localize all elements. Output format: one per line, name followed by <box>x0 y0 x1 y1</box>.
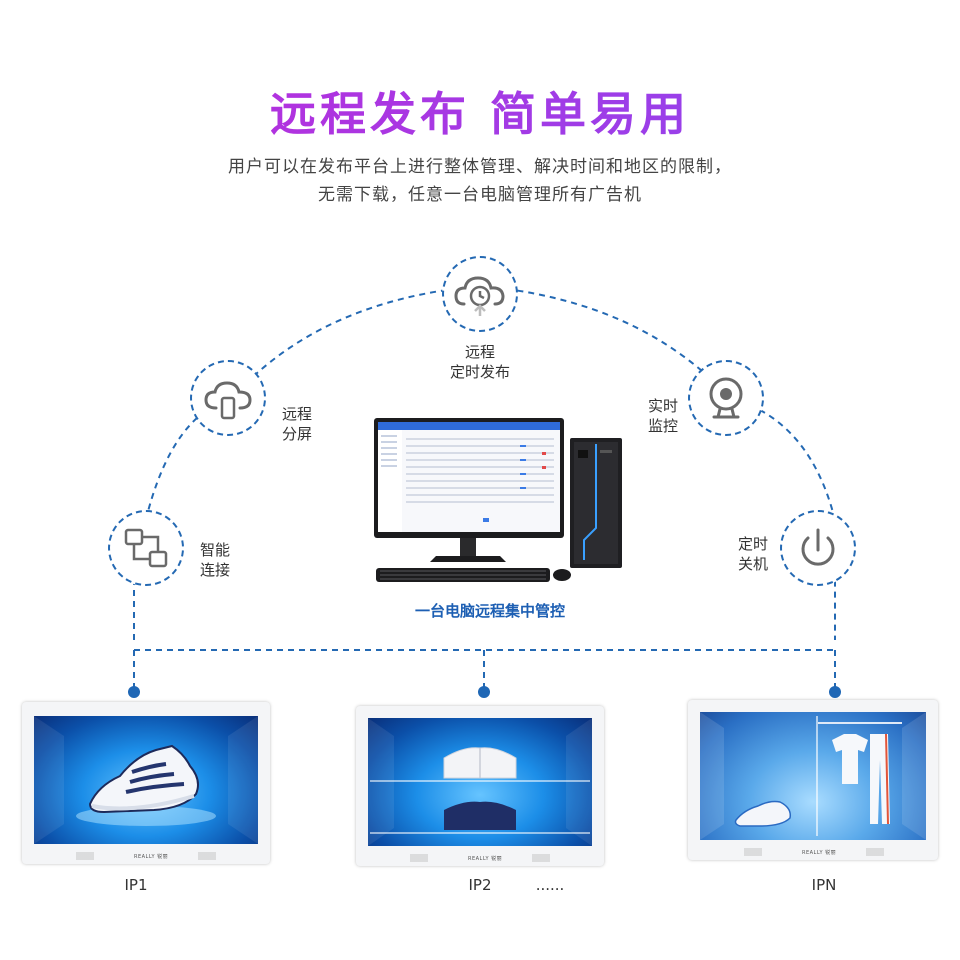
speaker-grill-right <box>532 854 550 862</box>
device-label-ip2: IP2 <box>468 876 492 894</box>
webcam-icon <box>688 360 764 436</box>
feature-label-remote-schedule: 远程定时发布 <box>449 343 510 381</box>
speaker-grill-right <box>198 852 216 860</box>
speaker-grill-right <box>866 848 884 856</box>
sportswear-image <box>700 712 926 840</box>
pc-caption: 一台电脑远程集中管控 <box>414 602 565 620</box>
brand-logo: REALLY 锐丽 <box>802 850 837 856</box>
glass-shelf-upper <box>370 780 590 782</box>
subtitle-line-1: 用户可以在发布平台上进行整体管理、解决时间和地区的限制， <box>228 157 732 177</box>
sneaker-image <box>34 716 258 844</box>
display-cabinet-ipn: REALLY 锐丽 <box>688 700 938 860</box>
node-dot-ip2 <box>478 686 490 698</box>
cabinet-screen <box>368 718 592 846</box>
speaker-grill-left <box>410 854 428 862</box>
clothing-image <box>368 718 592 846</box>
ellipsis-more-devices: ...... <box>535 876 565 894</box>
brand-logo: REALLY 锐丽 <box>134 854 169 860</box>
node-dot-ipn <box>829 686 841 698</box>
feature-label-remote-split: 远程分屏 <box>281 405 312 443</box>
glass-shelf-lower <box>370 832 590 834</box>
feature-label-realtime-monitor: 实时监控 <box>647 397 678 435</box>
feature-label-smart-connect: 智能连接 <box>199 541 230 579</box>
cloud-phone-icon <box>190 360 266 436</box>
speaker-grill-left <box>76 852 94 860</box>
brand-logo: REALLY 锐丽 <box>468 856 503 862</box>
device-label-ip1: IP1 <box>124 876 148 894</box>
node-dot-ip1 <box>128 686 140 698</box>
page-title: 远程发布 简单易用 <box>0 78 960 144</box>
cabinet-screen <box>700 712 926 840</box>
subtitle-line-2: 无需下载，任意一台电脑管理所有广告机 <box>318 185 642 205</box>
speaker-grill-left <box>744 848 762 856</box>
device-label-ipn: IPN <box>811 876 837 894</box>
power-icon <box>780 510 856 586</box>
display-cabinet-ip1: REALLY 锐丽 <box>22 702 270 864</box>
cabinet-screen <box>34 716 258 844</box>
feature-label-timed-shutdown: 定时关机 <box>737 535 768 573</box>
network-connect-icon <box>108 510 184 586</box>
cloud-upload-timer-icon <box>442 256 518 332</box>
computer-illustration <box>374 418 622 582</box>
display-cabinet-ip2: REALLY 锐丽 <box>356 706 604 866</box>
